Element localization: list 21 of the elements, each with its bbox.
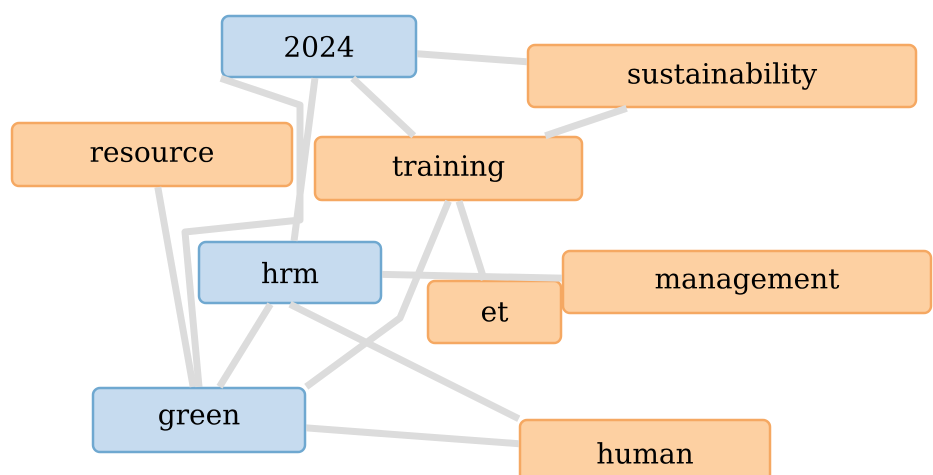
connector-line [216,302,274,389]
connector-line [382,270,562,282]
keyword-box: et [426,280,562,344]
keyword-box: hrm [198,240,382,304]
keyword-box: sustainability [526,44,918,108]
connector-line [288,301,520,422]
connector-line [154,186,197,388]
connector-line [182,74,304,388]
connector-line [304,200,452,390]
keyword-box: training [314,136,584,202]
keyword-box: green [92,386,306,454]
connector-line [544,104,628,140]
connector-line [290,78,318,242]
keyword-box: human [518,418,772,475]
connector-line [350,76,416,138]
keyword-box: 2024 [220,14,418,78]
connector-line [417,50,528,66]
connector-line [306,424,520,448]
connector-line [456,200,488,281]
keyword-box: resource [10,122,294,188]
keyword-box: management [562,250,932,314]
